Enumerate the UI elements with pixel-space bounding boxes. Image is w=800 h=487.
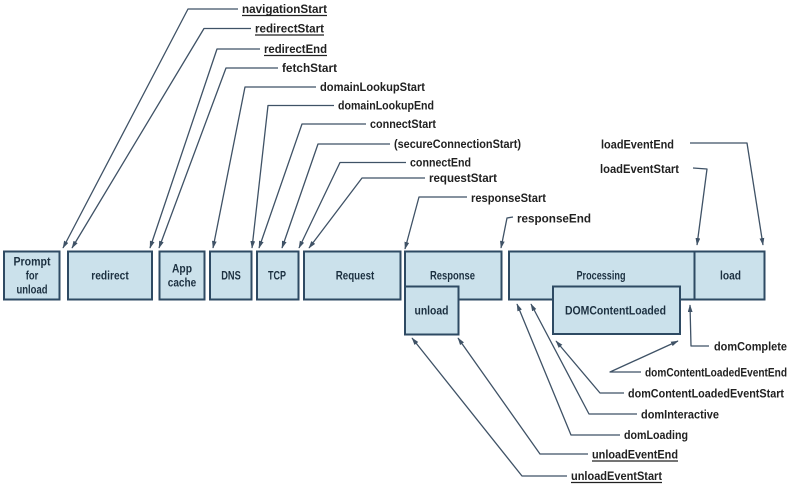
svg-text:redirectEnd: redirectEnd: [264, 42, 327, 56]
svg-text:DOMContentLoaded: DOMContentLoaded: [565, 304, 666, 318]
svg-text:Processing: Processing: [577, 269, 626, 283]
svg-text:Response: Response: [430, 269, 475, 283]
svg-text:unload: unload: [17, 283, 48, 297]
svg-text:Request: Request: [336, 269, 375, 283]
svg-text:unloadEventEnd: unloadEventEnd: [592, 448, 678, 462]
svg-text:domainLookupEnd: domainLookupEnd: [338, 99, 434, 113]
svg-text:domLoading: domLoading: [624, 428, 688, 442]
svg-text:(secureConnectionStart): (secureConnectionStart): [394, 137, 521, 151]
svg-text:redirectStart: redirectStart: [255, 22, 324, 36]
svg-text:domainLookupStart: domainLookupStart: [320, 80, 425, 94]
svg-text:domComplete: domComplete: [714, 340, 787, 354]
svg-text:unload: unload: [415, 304, 449, 318]
svg-text:cache: cache: [168, 276, 197, 290]
svg-text:domContentLoadedEventStart: domContentLoadedEventStart: [628, 387, 784, 401]
svg-text:loadEventStart: loadEventStart: [600, 162, 679, 176]
svg-text:navigationStart: navigationStart: [242, 2, 327, 16]
svg-text:for: for: [26, 269, 39, 283]
svg-text:loadEventEnd: loadEventEnd: [601, 138, 674, 152]
svg-text:unloadEventStart: unloadEventStart: [571, 469, 662, 483]
svg-text:fetchStart: fetchStart: [282, 61, 337, 75]
svg-text:App: App: [172, 262, 192, 276]
svg-text:load: load: [720, 269, 741, 283]
svg-text:connectStart: connectStart: [370, 117, 436, 131]
svg-text:redirect: redirect: [91, 269, 129, 283]
svg-text:Prompt: Prompt: [14, 255, 51, 269]
svg-text:requestStart: requestStart: [429, 171, 497, 185]
svg-text:connectEnd: connectEnd: [410, 156, 471, 170]
svg-text:responseStart: responseStart: [471, 191, 546, 205]
svg-text:domContentLoadedEventEnd: domContentLoadedEventEnd: [645, 366, 787, 380]
svg-text:domInteractive: domInteractive: [641, 408, 719, 422]
svg-text:DNS: DNS: [221, 269, 241, 283]
svg-text:TCP: TCP: [268, 269, 286, 283]
svg-text:responseEnd: responseEnd: [517, 212, 591, 226]
